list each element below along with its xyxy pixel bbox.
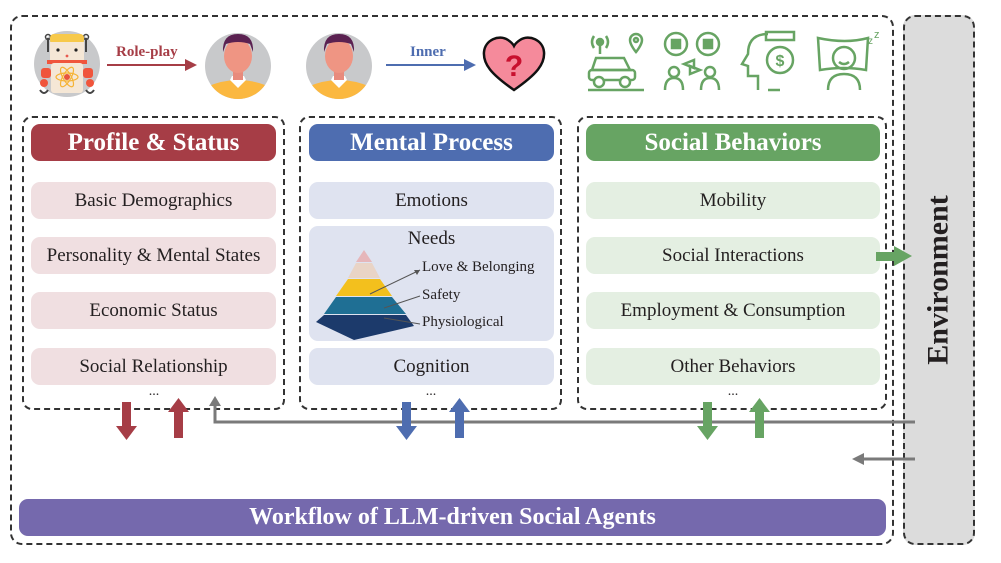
arrow-to-environment-icon bbox=[876, 246, 912, 266]
svg-text:z: z bbox=[874, 29, 880, 41]
memory-to-behaviors-arrow-icon bbox=[749, 398, 770, 438]
inner-arrow-icon bbox=[386, 58, 476, 76]
behaviors-ellipsis: ... bbox=[727, 384, 739, 399]
memory-to-profile-arrow-icon bbox=[168, 398, 189, 438]
needs-physiological: Physiological bbox=[422, 314, 504, 330]
environment-to-memory-arrow-icon bbox=[852, 453, 915, 465]
robot-icon bbox=[33, 30, 101, 98]
environment-feedback-arrow-icon bbox=[209, 396, 915, 424]
roleplay-arrow-icon bbox=[107, 58, 197, 76]
person-avatar-icon-2 bbox=[305, 30, 373, 105]
heart-question-icon: ? bbox=[481, 34, 547, 99]
item-social-interactions: Social Interactions bbox=[586, 237, 880, 274]
behaviors-to-memory-arrow-icon bbox=[697, 402, 718, 440]
inner-label: Inner bbox=[410, 44, 446, 60]
profile-ellipsis: ... bbox=[148, 384, 160, 399]
needs-safety: Safety bbox=[422, 287, 461, 303]
item-employment-consumption: Employment & Consumption bbox=[586, 292, 880, 329]
item-emotions: Emotions bbox=[309, 182, 554, 219]
person-avatar-icon bbox=[204, 30, 272, 105]
car-location-icon bbox=[586, 30, 648, 97]
roleplay-label: Role-play bbox=[116, 44, 178, 60]
svg-text:$: $ bbox=[776, 53, 785, 70]
item-personality-mental-states: Personality & Mental States bbox=[31, 237, 276, 274]
profile-to-memory-arrow-icon bbox=[116, 402, 137, 440]
needs-pyramid-icon bbox=[314, 250, 424, 345]
agent-frame bbox=[10, 15, 894, 545]
needs-love-belonging: Love & Belonging bbox=[422, 259, 535, 275]
profile-status-header: Profile & Status bbox=[31, 124, 276, 161]
item-other-behaviors: Other Behaviors bbox=[586, 348, 880, 385]
svg-text:z: z bbox=[868, 36, 873, 47]
mental-process-header: Mental Process bbox=[309, 124, 554, 161]
item-basic-demographics: Basic Demographics bbox=[31, 182, 276, 219]
item-social-relationship: Social Relationship bbox=[31, 348, 276, 385]
social-feedback-icon bbox=[662, 30, 724, 97]
mental-to-memory-arrow-icon bbox=[396, 402, 417, 440]
social-behaviors-panel bbox=[577, 116, 887, 410]
item-mobility: Mobility bbox=[586, 182, 880, 219]
memory-to-mental-arrow-icon bbox=[449, 398, 470, 438]
mental-process-panel bbox=[299, 116, 562, 410]
item-cognition: Cognition bbox=[309, 348, 554, 385]
svg-text:?: ? bbox=[505, 50, 523, 83]
environment-panel bbox=[903, 15, 975, 545]
workflow-banner: Workflow of LLM-driven Social Agents bbox=[19, 499, 886, 536]
mental-ellipsis: ... bbox=[425, 384, 437, 399]
profile-status-panel bbox=[22, 116, 285, 410]
item-economic-status: Economic Status bbox=[31, 292, 276, 329]
money-mind-icon: $ bbox=[740, 30, 802, 97]
needs-title: Needs bbox=[407, 228, 456, 249]
sleeping-icon: z z bbox=[816, 29, 880, 97]
social-behaviors-header: Social Behaviors bbox=[586, 124, 880, 161]
